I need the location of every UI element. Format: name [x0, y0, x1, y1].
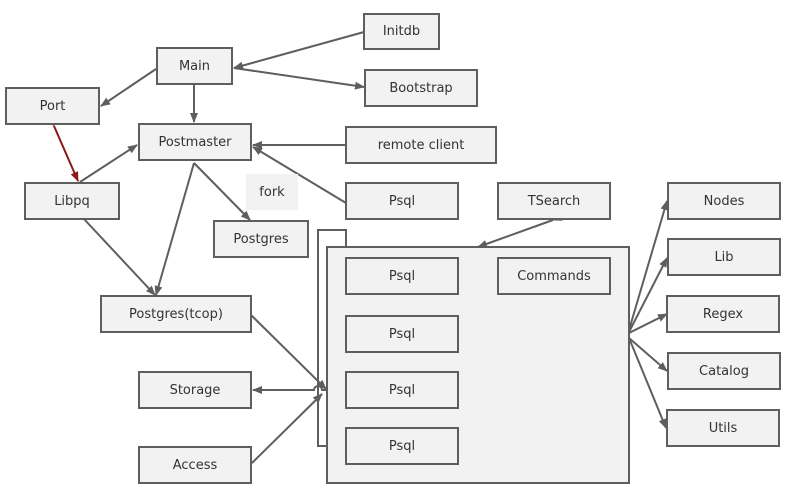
node-commands-label: Commands: [517, 268, 591, 284]
node-port-label: Port: [39, 98, 66, 114]
node-psql-3[interactable]: Psql: [345, 371, 459, 409]
node-initdb-label: Initdb: [382, 24, 421, 39]
node-psql-client[interactable]: Psql: [345, 182, 459, 220]
node-initdb[interactable]: Initdb: [363, 13, 440, 50]
edge-container-utils: [628, 337, 667, 429]
node-psql-2[interactable]: Psql: [345, 315, 459, 353]
edge-to-storage: [252, 385, 326, 394]
node-libpq[interactable]: Libpq: [24, 182, 120, 220]
node-catalog[interactable]: Catalog: [667, 352, 781, 390]
edge-container-catalog: [619, 329, 668, 372]
node-utils[interactable]: Utils: [666, 409, 780, 447]
edge-container-lib: [628, 257, 668, 333]
node-storage[interactable]: Storage: [138, 371, 252, 409]
edge-container-nodes: [628, 200, 669, 331]
node-port[interactable]: Port: [5, 87, 100, 125]
edge-main-bootstrap: [233, 67, 365, 90]
node-tsearch-label: TSearch: [527, 193, 581, 209]
edge-libpq-postmaster: [70, 144, 138, 191]
fork-label-text: fork: [259, 184, 285, 200]
node-lib[interactable]: Lib: [667, 238, 781, 276]
node-psql-4[interactable]: Psql: [345, 427, 459, 465]
node-utils-label: Utils: [708, 420, 738, 436]
edge-tsearch-container: [477, 213, 563, 248]
node-nodes-label: Nodes: [703, 193, 745, 209]
edge-container-regex: [619, 313, 668, 341]
node-regex-label: Regex: [702, 306, 744, 322]
node-catalog-label: Catalog: [699, 363, 749, 379]
node-commands[interactable]: Commands: [497, 257, 611, 295]
edge-port-libpq: [46, 116, 79, 182]
node-psql-1[interactable]: Psql: [345, 257, 459, 295]
node-postgres[interactable]: Postgres: [213, 220, 309, 258]
node-lib-label: Lib: [714, 249, 734, 265]
node-postmaster-label: Postmaster: [158, 134, 232, 150]
edge-postmaster-postgres: [193, 162, 251, 221]
edge-psql-postmaster: [252, 146, 347, 204]
node-postmaster[interactable]: Postmaster: [138, 123, 252, 161]
edge-initdb-main: [233, 31, 365, 70]
edge-main-port: [100, 60, 166, 107]
node-psql-1-label: Psql: [388, 268, 416, 284]
node-postgres-tcop[interactable]: Postgres(tcop): [100, 295, 252, 333]
node-main-label: Main: [178, 58, 211, 74]
node-postgres-label: Postgres: [233, 231, 289, 247]
node-psql-3-label: Psql: [388, 382, 416, 398]
node-bootstrap-label: Bootstrap: [389, 80, 453, 96]
edge-postmaster-tcop: [154, 162, 195, 296]
edge-tcop-container: [250, 314, 327, 390]
node-libpq-label: Libpq: [54, 193, 90, 209]
node-access[interactable]: Access: [138, 446, 252, 484]
fork-label: fork: [246, 174, 298, 210]
node-regex[interactable]: Regex: [666, 295, 780, 333]
node-tsearch[interactable]: TSearch: [497, 182, 611, 220]
node-psql-4-label: Psql: [388, 438, 416, 454]
node-nodes[interactable]: Nodes: [667, 182, 781, 220]
edge-libpq-tcop: [74, 209, 156, 296]
node-remote-client[interactable]: remote client: [345, 126, 497, 164]
node-postgres-tcop-label: Postgres(tcop): [129, 306, 223, 322]
node-main[interactable]: Main: [156, 47, 233, 85]
node-remote-client-label: remote client: [377, 137, 465, 153]
node-psql-2-label: Psql: [388, 326, 416, 342]
node-access-label: Access: [172, 457, 218, 473]
edge-access-junction: [242, 393, 323, 473]
node-psql-client-label: Psql: [388, 193, 416, 209]
node-bootstrap[interactable]: Bootstrap: [364, 69, 478, 107]
node-storage-label: Storage: [169, 382, 221, 398]
